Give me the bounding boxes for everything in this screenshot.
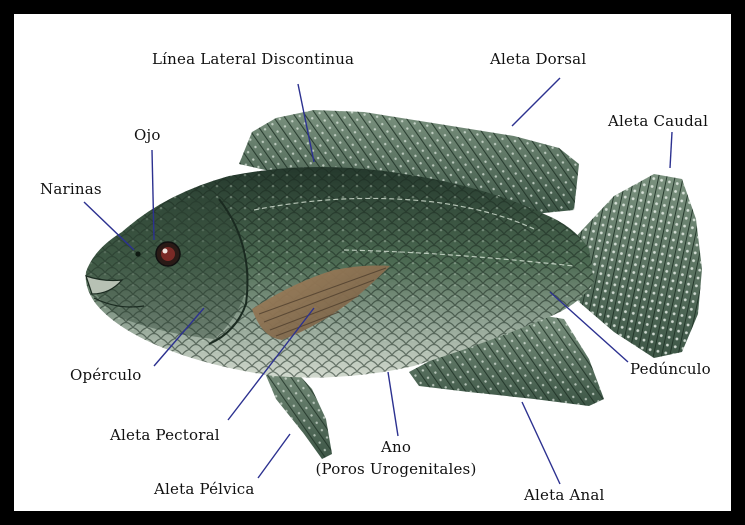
label-aleta-pectoral: Aleta Pectoral (110, 426, 220, 444)
label-linea-lateral: Línea Lateral Discontinua (152, 50, 354, 68)
label-poros-urogenitales: (Poros Urogenitales) (286, 460, 506, 478)
label-aleta-anal: Aleta Anal (524, 486, 604, 504)
label-aleta-dorsal: Aleta Dorsal (490, 50, 586, 68)
leader-aleta-anal (522, 402, 560, 484)
leader-aleta-caudal (670, 132, 672, 168)
label-ojo: Ojo (134, 126, 161, 144)
label-ano: Ano (286, 438, 506, 456)
label-pedunculo: Pedúnculo (630, 360, 711, 378)
label-narinas: Narinas (40, 180, 102, 198)
leader-aleta-dorsal (512, 78, 560, 126)
fish-eye (156, 242, 180, 266)
label-aleta-caudal: Aleta Caudal (608, 112, 708, 130)
label-aleta-pelvica: Aleta Pélvica (154, 480, 255, 498)
leader-ano (388, 372, 398, 436)
diagram-frame: Línea Lateral Discontinua Aleta Dorsal A… (14, 14, 731, 511)
label-operculo: Opérculo (70, 366, 141, 384)
